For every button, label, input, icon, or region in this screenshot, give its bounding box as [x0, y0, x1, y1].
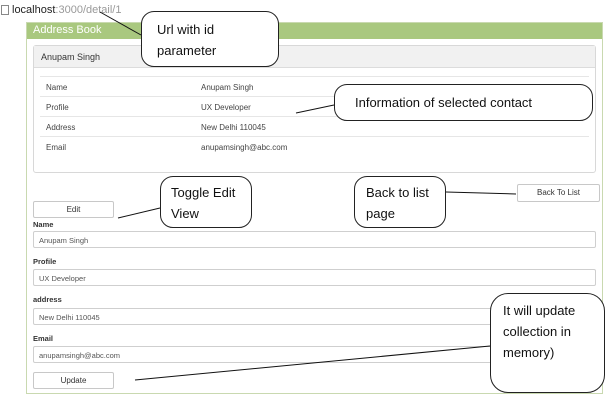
- profile-input[interactable]: UX Developer: [33, 269, 596, 286]
- edit-toggle-button[interactable]: Edit: [33, 201, 114, 218]
- detail-value: anupamsingh@abc.com: [201, 143, 288, 152]
- url-text[interactable]: localhost:3000/detail/1: [12, 4, 121, 16]
- page-icon: [1, 5, 9, 15]
- callout-line: Toggle Edit: [171, 185, 236, 200]
- callout-edit: Toggle Edit View: [160, 176, 252, 228]
- callout-line: View: [171, 206, 199, 221]
- browser-url-bar[interactable]: localhost:3000/detail/1: [0, 0, 610, 22]
- detail-row-profile: Profile UX Developer: [40, 96, 589, 116]
- email-label: Email: [33, 334, 54, 343]
- detail-value: New Delhi 110045: [201, 123, 266, 132]
- app-header: Address Book: [27, 23, 602, 39]
- detail-key: Profile: [46, 103, 69, 112]
- name-input[interactable]: Anupam Singh: [33, 231, 596, 248]
- detail-value: Anupam Singh: [201, 83, 254, 92]
- callout-line: collection in: [503, 324, 571, 339]
- callout-url: Url with id parameter: [141, 11, 279, 67]
- detail-key: Name: [46, 83, 68, 92]
- name-label: Name: [33, 220, 54, 229]
- callout-line: Back to list: [366, 185, 429, 200]
- callout-line: Information of selected contact: [355, 95, 533, 110]
- callout-line: Url with id: [157, 22, 215, 37]
- callout-back: Back to list page: [354, 176, 446, 228]
- callout-info: Information of selected contact: [334, 84, 593, 121]
- detail-value: UX Developer: [201, 103, 251, 112]
- address-label: address: [33, 295, 62, 304]
- detail-key: Email: [46, 143, 67, 152]
- callout-line: memory): [503, 345, 555, 360]
- callout-line: parameter: [157, 43, 217, 58]
- app-title: Address Book: [33, 24, 102, 36]
- detail-row-address: Address New Delhi 110045: [40, 116, 589, 136]
- panel-heading: Anupam Singh: [34, 46, 595, 68]
- detail-row-name: Name Anupam Singh: [40, 76, 589, 96]
- update-button[interactable]: Update: [33, 372, 114, 389]
- profile-label: Profile: [33, 257, 57, 266]
- detail-row-email: Email anupamsingh@abc.com: [40, 136, 589, 156]
- back-to-list-button[interactable]: Back To List: [517, 184, 600, 202]
- callout-line: It will update: [503, 303, 576, 318]
- url-host: localhost: [12, 4, 56, 16]
- url-path: :3000/detail/1: [55, 4, 122, 16]
- contact-name-heading: Anupam Singh: [41, 52, 101, 62]
- callout-update: It will update collection in memory): [490, 293, 605, 393]
- callout-line: page: [366, 206, 395, 221]
- detail-key: Address: [46, 123, 76, 132]
